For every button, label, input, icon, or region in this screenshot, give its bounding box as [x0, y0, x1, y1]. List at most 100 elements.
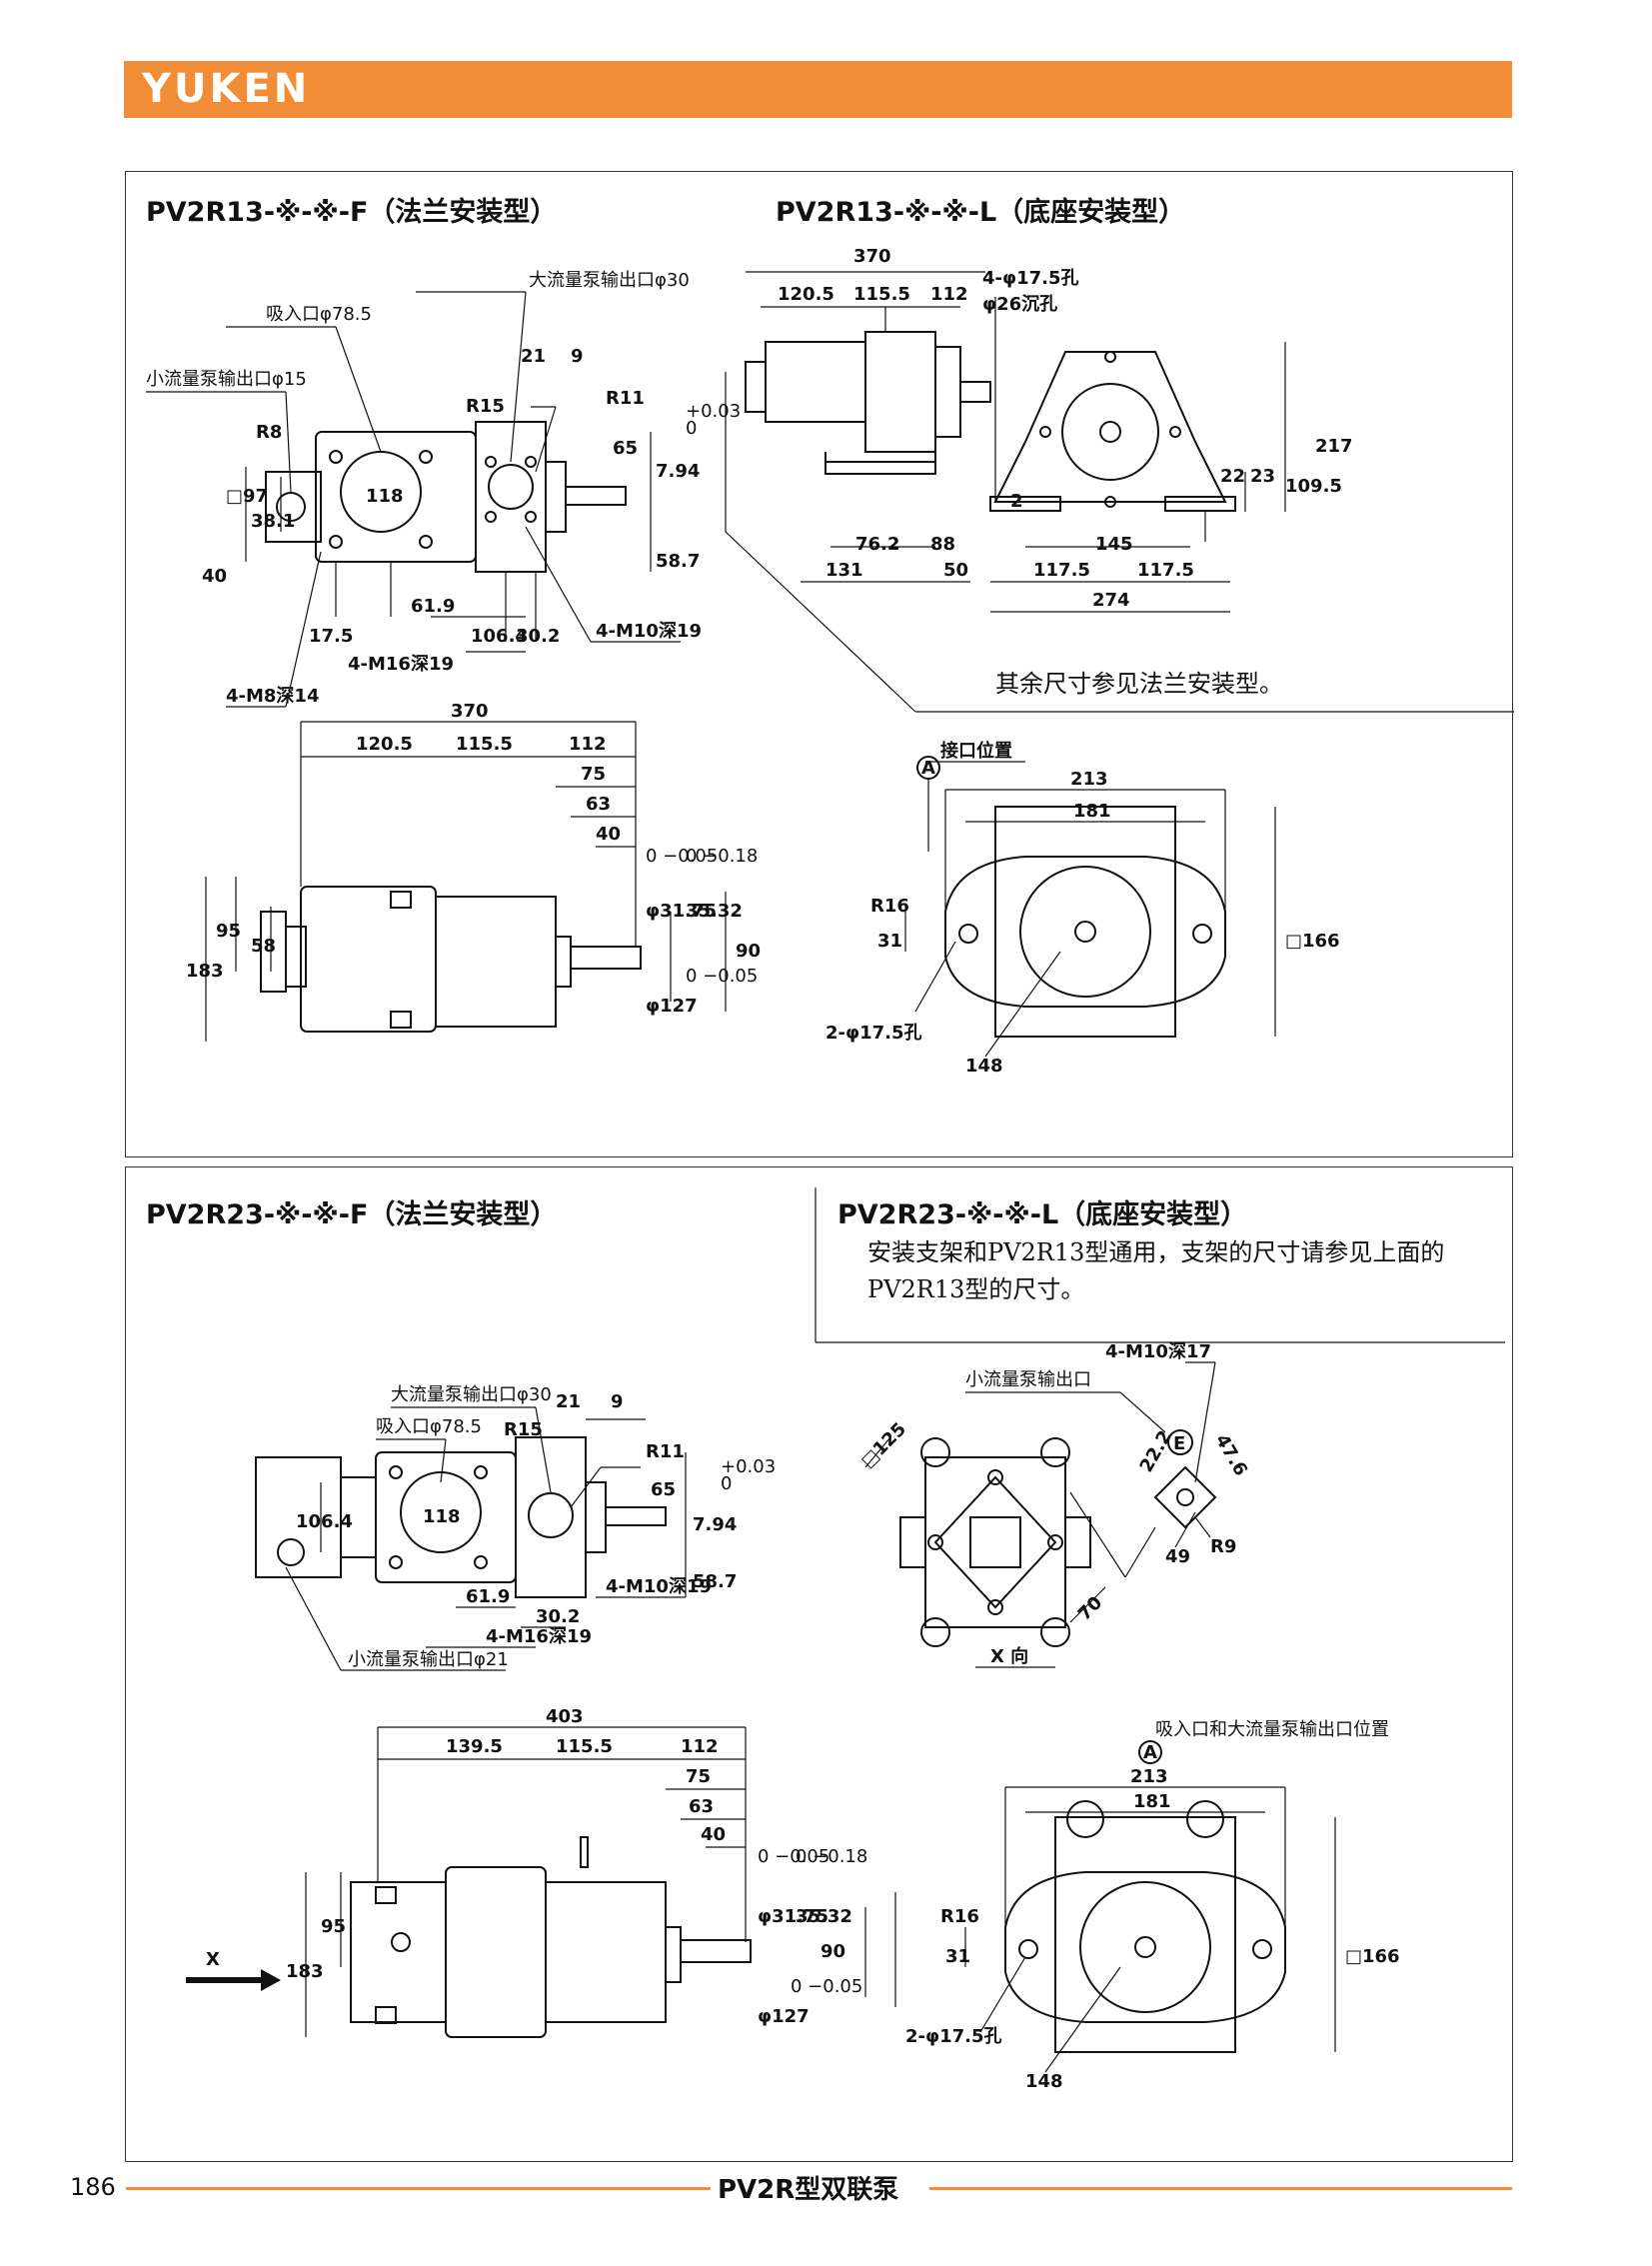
heading-pv2r23-foot: PV2R23-※-※-L（底座安装型） — [837, 1199, 1248, 1230]
view-arrow-icon — [186, 1969, 281, 1991]
dim-70: 70 — [1074, 1592, 1107, 1625]
dim-40: 40 — [202, 566, 227, 587]
dim-131: 131 — [826, 560, 863, 581]
heading-pv2r13-flange: PV2R13-※-※-F（法兰安装型） — [146, 197, 558, 228]
dim-30-2: 30.2 — [516, 626, 560, 647]
dim-pilot: φ127 — [758, 2006, 810, 2027]
dim-75: 75 — [686, 1766, 711, 1787]
dim-183: 183 — [186, 961, 224, 982]
dim-sq97: □97 — [226, 486, 268, 507]
dim-213: 213 — [1130, 1766, 1168, 1787]
tol-plus: +0.03 — [721, 1456, 776, 1477]
tol-plus: +0.03 — [686, 401, 741, 422]
dim-sq166: □166 — [1345, 1946, 1400, 1967]
dim-31: 31 — [877, 931, 902, 952]
circle-a: A — [921, 758, 935, 779]
note-frame — [815, 1187, 1505, 1343]
dim-9: 9 — [571, 346, 584, 367]
dim-120-5: 120.5 — [778, 284, 834, 305]
tol-zero: 0 — [686, 418, 697, 439]
dim-181: 181 — [1073, 801, 1111, 822]
dim-148: 148 — [1025, 2071, 1063, 2092]
dim-key: 35.32 — [796, 1906, 852, 1927]
dim-118: 118 — [366, 486, 404, 507]
dim-145: 145 — [1095, 534, 1133, 555]
dim-50: 50 — [943, 560, 968, 581]
circle-a: A — [1143, 1742, 1157, 1763]
label-r11: R11 — [606, 388, 645, 409]
label-r15: R15 — [504, 1419, 543, 1440]
label-m10: 4-M10深19 — [596, 620, 702, 642]
label-m16: 4-M16深19 — [486, 1625, 592, 1647]
dim-181: 181 — [1133, 1791, 1171, 1812]
page-number: 186 — [70, 2173, 116, 2201]
dim-88: 88 — [930, 534, 955, 555]
tol-key: 0 −0.18 — [686, 846, 758, 867]
dim-112: 112 — [569, 734, 607, 755]
footer-rule-left — [126, 2187, 711, 2190]
dim-58-7: 58.7 — [693, 1571, 737, 1592]
dim-22: 22 — [1220, 466, 1245, 487]
dim-112: 112 — [930, 284, 968, 305]
dim-106-4: 106.4 — [296, 1511, 353, 1532]
label-x-view: X 向 — [990, 1645, 1028, 1667]
label-2-holes: 2-φ17.5孔 — [905, 2026, 1002, 2047]
footer-rule-right — [929, 2187, 1512, 2190]
dim-148: 148 — [965, 1056, 1003, 1077]
dim-23: 23 — [1250, 466, 1275, 487]
dim-2: 2 — [1010, 491, 1023, 512]
drawing-pv2r23-front: 吸入口和大流量泵输出口位置 A 213 181 R16 31 □166 2-φ1… — [905, 1719, 1400, 2092]
label-m10: 4-M10深19 — [606, 1575, 712, 1597]
dim-9: 9 — [611, 1391, 624, 1412]
label-large-outlet: 大流量泵输出口φ30 — [529, 270, 690, 291]
dim-63: 63 — [586, 794, 611, 815]
panel-pv2r23: PV2R23-※-※-F（法兰安装型） PV2R23-※-※-L（底座安装型） … — [125, 1166, 1513, 2162]
footer-title: PV2R型双联泵 — [718, 2175, 899, 2205]
dim-shaft: φ31.75 — [646, 901, 717, 922]
dim-217: 217 — [1315, 436, 1353, 457]
dim-213: 213 — [1070, 769, 1108, 790]
circle-e: E — [1173, 1433, 1185, 1454]
dim-370: 370 — [853, 246, 891, 267]
dim-139-5: 139.5 — [446, 1736, 503, 1757]
dim-117-5-right: 117.5 — [1137, 560, 1194, 581]
tol-pilot: 0 −0.05 — [686, 966, 758, 987]
heading-pv2r23-flange: PV2R23-※-※-F（法兰安装型） — [146, 1199, 558, 1230]
header-band: YUKEN — [124, 61, 1512, 118]
label-x: X — [206, 1949, 220, 1970]
dim-115-5: 115.5 — [456, 734, 513, 755]
dim-65: 65 — [651, 1479, 676, 1500]
drawing-pv2r23-flange: 大流量泵输出口φ30 吸入口φ78.5 21 9 R15 R11 65 +0.0… — [255, 1384, 776, 1671]
tol-pilot: 0 −0.05 — [791, 1976, 862, 1997]
dim-370: 370 — [451, 701, 489, 722]
dim-40: 40 — [596, 824, 621, 845]
note-line-2: PV2R13型的尺寸。 — [867, 1275, 1085, 1303]
dim-21: 21 — [556, 1391, 581, 1412]
dim-30-2: 30.2 — [536, 1606, 580, 1627]
dim-118: 118 — [423, 1506, 461, 1527]
dim-47-6: 47.6 — [1211, 1430, 1251, 1479]
dim-115-5: 115.5 — [556, 1736, 613, 1757]
dim-21: 21 — [521, 346, 546, 367]
dim-183: 183 — [286, 1961, 324, 1982]
tol-shaft: 0 −0.05 — [646, 846, 718, 867]
label-r16: R16 — [870, 896, 909, 917]
dim-sq166: □166 — [1285, 931, 1340, 952]
label-suction: 吸入口φ78.5 — [376, 1416, 482, 1437]
drawing-pv2r13-foot: 370 120.5 115.5 112 4-φ17.5孔 φ26沉孔 217 1… — [725, 246, 1514, 713]
dim-49: 49 — [1165, 1546, 1190, 1567]
dim-95: 95 — [216, 921, 241, 942]
dim-22-2: 22.2 — [1135, 1427, 1175, 1476]
tol-shaft: 0 −0.05 — [758, 1846, 829, 1867]
drawing-pv2r13-flange: 大流量泵输出口φ30 吸入口φ78.5 小流量泵输出口φ15 21 9 R15 … — [146, 270, 741, 708]
label-r15: R15 — [466, 396, 505, 417]
dim-58-7: 58.7 — [656, 551, 700, 572]
dim-90: 90 — [736, 941, 761, 962]
dim-63: 63 — [689, 1796, 714, 1817]
dim-shaft: φ31.75 — [758, 1906, 828, 1927]
dim-75: 75 — [581, 764, 606, 785]
dim-90: 90 — [821, 1941, 845, 1962]
label-r9: R9 — [1210, 1536, 1236, 1557]
label-2-holes: 2-φ17.5孔 — [826, 1023, 922, 1044]
drawing-pv2r23-side: X 403 139.5 115.5 112 75 63 40 φ31.75 0 … — [186, 1706, 896, 2038]
